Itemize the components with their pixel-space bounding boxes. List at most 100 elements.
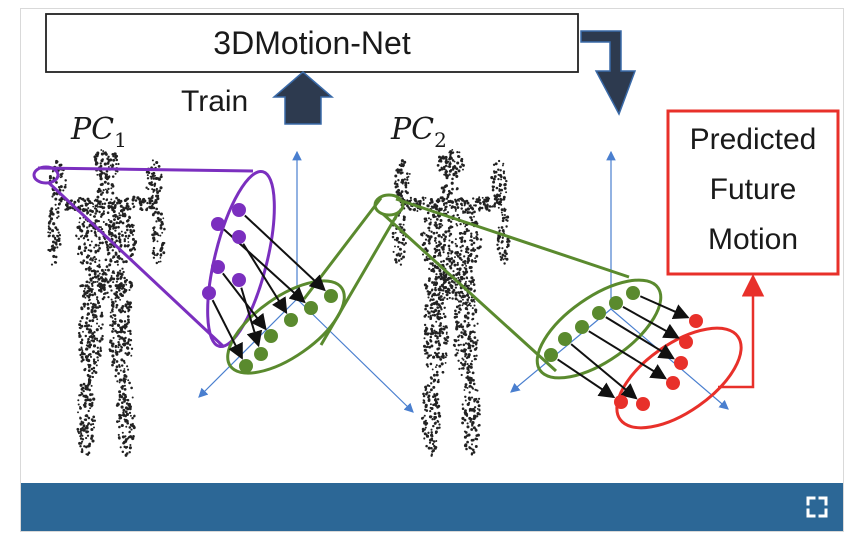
cloud-point: [427, 296, 430, 299]
cloud-point: [404, 183, 408, 187]
cloud-point: [466, 422, 469, 425]
motion-arrow: [622, 306, 680, 339]
cloud-point: [407, 182, 410, 185]
cloud-point: [438, 159, 441, 163]
cloud-point: [123, 445, 126, 449]
cloud-point: [470, 218, 474, 222]
cloud-point: [424, 307, 427, 311]
cloud-point: [452, 214, 455, 217]
cloud-point: [114, 260, 117, 264]
cloud-point: [392, 250, 395, 253]
cloud-point: [109, 259, 113, 263]
cloud-point: [433, 313, 437, 317]
cloud-point: [156, 194, 159, 198]
cloud-point: [465, 228, 469, 231]
cloud-point: [57, 185, 61, 189]
cloud-point: [501, 213, 504, 216]
cloud-point: [443, 156, 446, 160]
cloud-point: [118, 417, 121, 420]
cloud-point: [153, 163, 156, 166]
motion-arrow: [605, 316, 676, 360]
cloud-point: [447, 218, 451, 222]
cloud-point: [401, 171, 404, 174]
cloud-point: [100, 337, 104, 341]
cloud-point: [473, 406, 477, 409]
cloud-point: [434, 221, 437, 225]
cloud-point: [469, 287, 473, 291]
cloud-point: [461, 232, 464, 235]
cloud-point: [103, 172, 106, 175]
cloud-point: [125, 288, 128, 292]
cloud-point: [107, 182, 110, 185]
cloud-point: [473, 400, 476, 403]
fullscreen-icon[interactable]: [805, 495, 829, 519]
cloud-point: [91, 393, 94, 396]
cloud-point: [469, 239, 473, 242]
cloud-point: [442, 312, 445, 315]
cloud-point: [436, 419, 439, 422]
cloud-point: [438, 168, 442, 172]
cloud-point: [426, 204, 430, 208]
cloud-point: [437, 297, 440, 300]
green-zoom-cone: [226, 193, 663, 380]
cloud-point: [424, 352, 427, 355]
cloud-point: [81, 208, 85, 212]
cloud-point: [456, 267, 459, 271]
cloud-point: [473, 358, 477, 361]
cloud-point: [463, 418, 467, 422]
cloud-point: [115, 260, 119, 263]
cloud-point: [435, 370, 439, 374]
cloud-point: [457, 276, 460, 279]
cloud-point: [131, 424, 135, 428]
cloud-point: [445, 331, 448, 334]
cloud-point: [88, 281, 91, 284]
axes-1: [198, 150, 414, 413]
cloud-point: [94, 352, 98, 355]
cloud-point: [125, 445, 129, 449]
cloud-point: [87, 295, 90, 298]
cloud-point: [126, 218, 130, 222]
cloud-point: [107, 155, 110, 158]
cloud-point: [122, 270, 125, 274]
cloud-point: [94, 233, 98, 237]
cloud-point: [99, 326, 103, 330]
cloud-point: [449, 266, 453, 270]
cloud-point: [465, 376, 468, 379]
cloud-point: [96, 298, 98, 301]
cloud-point: [431, 299, 434, 301]
cloud-point: [457, 335, 460, 339]
cloud-point: [87, 331, 91, 334]
cloud-point: [444, 238, 447, 241]
cloud-point: [481, 196, 484, 199]
cloud-point: [445, 170, 448, 173]
cloud-point: [460, 373, 463, 377]
cloud-point: [439, 272, 442, 276]
cloud-point: [104, 152, 108, 156]
cloud-point: [424, 419, 428, 422]
cloud-point: [425, 346, 428, 349]
cloud-point: [85, 317, 89, 320]
cloud-point: [50, 244, 54, 248]
cloud-point: [134, 199, 138, 202]
cloud-point: [94, 162, 98, 166]
cloud-point: [457, 169, 461, 173]
cloud-point: [111, 317, 114, 319]
cloud-point: [407, 175, 410, 178]
cloud-point: [94, 204, 98, 208]
cloud-point: [94, 280, 97, 284]
cloud-point: [122, 359, 126, 363]
cloud-point: [77, 252, 80, 256]
cloud-point: [125, 402, 129, 405]
cloud-point: [76, 427, 80, 431]
cloud-point: [56, 210, 60, 214]
cloud-point: [113, 159, 116, 162]
cloud-point: [95, 322, 99, 325]
cloud-point: [81, 449, 84, 452]
cloud-point: [438, 343, 442, 347]
cloud-point: [502, 195, 506, 199]
cloud-point: [54, 261, 58, 264]
cloud-point: [416, 202, 419, 205]
cloud-point: [450, 191, 453, 195]
cloud-point: [50, 263, 54, 266]
cloud-point: [450, 263, 453, 266]
